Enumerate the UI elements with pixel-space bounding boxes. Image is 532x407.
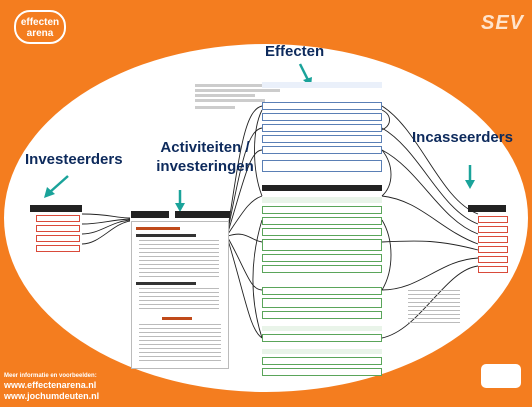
sev-logo: SEV <box>481 12 525 34</box>
activity-title-2 <box>136 282 196 285</box>
incasseerder-box-5 <box>478 256 508 263</box>
incasseerder-box-4 <box>478 246 508 253</box>
intro-text-block <box>195 84 283 111</box>
activity-2-details <box>139 288 219 310</box>
investeerder-box-1 <box>36 215 80 222</box>
heading-incasseerders: Incasseerders <box>412 129 513 146</box>
effects-bar-dark <box>262 185 382 191</box>
effect-box-14 <box>262 298 382 308</box>
investments-details <box>139 324 221 364</box>
investeerder-box-4 <box>36 245 80 252</box>
effect-box-8 <box>262 217 382 225</box>
investeerder-box-2 <box>36 225 80 232</box>
investments-section-title <box>162 317 192 320</box>
effect-box-10 <box>262 239 382 251</box>
effect-box-2 <box>262 113 382 121</box>
heading-effecten: Effecten <box>265 43 325 60</box>
activities-section-title <box>136 227 180 230</box>
footer-caption: Meer informatie en voorbeelden: <box>4 373 97 379</box>
activities-header-bar-left <box>131 211 169 218</box>
effect-box-11 <box>262 254 382 262</box>
heading-activiteiten-line-2: investeringen <box>156 158 254 175</box>
incasseerder-box-6 <box>478 266 508 273</box>
incasseerder-box-2 <box>478 226 508 233</box>
effect-box-7 <box>262 206 382 214</box>
effect-box-1 <box>262 102 382 110</box>
activity-1-details <box>139 240 219 278</box>
heading-activiteiten-line-1: Activiteiten / <box>160 139 250 156</box>
investeerder-box-3 <box>36 235 80 242</box>
heading-investeerders: Investeerders <box>25 151 123 168</box>
effects-header-lower <box>262 326 382 331</box>
effects-header-top <box>262 82 382 88</box>
activity-title-1 <box>136 234 196 237</box>
effectenarena-logo: effecten arena <box>14 10 66 44</box>
effect-box-18 <box>262 368 382 376</box>
effects-header-bottom <box>262 349 382 354</box>
effect-box-15 <box>262 311 382 319</box>
heading-activiteiten: Activiteiten / investeringen <box>155 138 255 176</box>
effects-note <box>408 290 460 326</box>
footer: Meer informatie en voorbeelden: www.effe… <box>4 372 99 402</box>
logo-line-1: effecten <box>20 17 60 28</box>
incasseerders-header-bar <box>468 205 506 212</box>
effect-box-17 <box>262 357 382 365</box>
investeerders-header-bar <box>30 205 82 212</box>
effect-box-12 <box>262 265 382 273</box>
footer-link-jochumdeuten[interactable]: www.jochumdeuten.nl <box>4 391 100 401</box>
activities-panel <box>131 221 229 369</box>
activities-header-bar-right <box>175 211 230 218</box>
effects-header-middle <box>262 197 382 203</box>
footer-link-effectenarena[interactable]: www.effectenarena.nl <box>4 380 97 390</box>
effect-box-6 <box>262 160 382 172</box>
effect-box-9 <box>262 228 382 236</box>
effect-box-3 <box>262 124 382 132</box>
effect-box-16 <box>262 334 382 342</box>
effect-box-13 <box>262 287 382 295</box>
incasseerder-box-3 <box>478 236 508 243</box>
effect-box-4 <box>262 135 382 143</box>
effect-box-5 <box>262 146 382 154</box>
corner-panel <box>481 364 521 388</box>
logo-line-2: arena <box>26 28 54 39</box>
incasseerder-box-1 <box>478 216 508 223</box>
